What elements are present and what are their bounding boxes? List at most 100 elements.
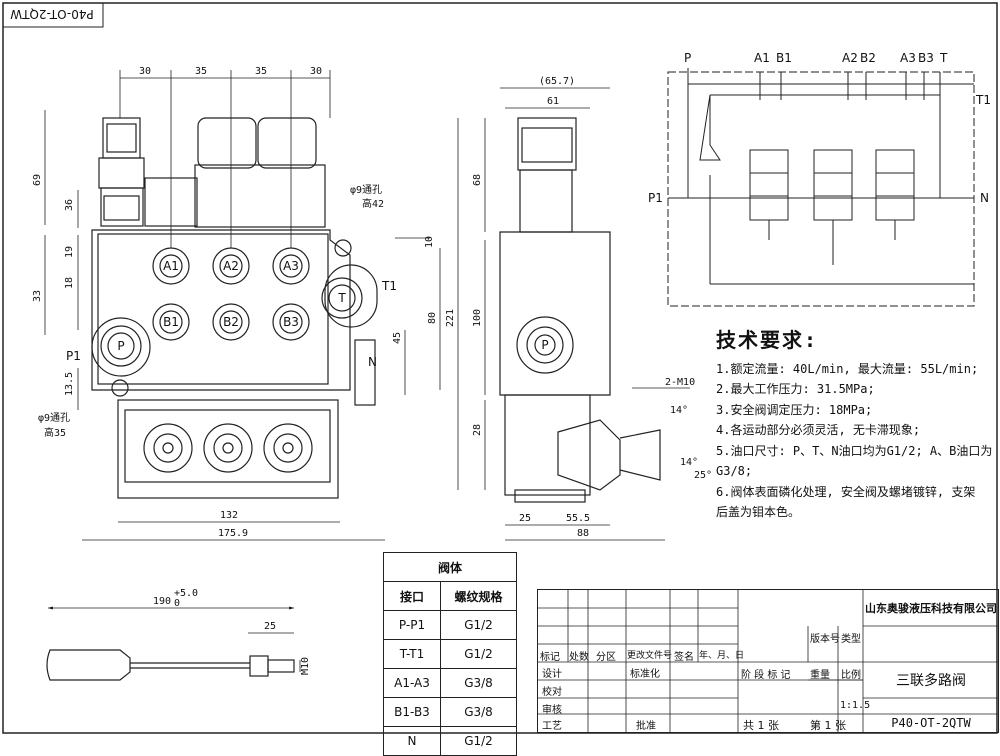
side-dim-25: 25 (519, 513, 531, 524)
sch-label-b3: B3 (918, 51, 934, 65)
side-dim-68: 68 (472, 174, 483, 186)
tech-line: 6.阀体表面磷化处理, 安全阀及螺堵镀锌, 支架 (716, 484, 976, 499)
port-table-header: 接口 (383, 581, 441, 611)
tb-left-label: 设计 (542, 669, 562, 680)
tb-row-label: 处数 (569, 652, 589, 663)
port-t-label: T (337, 291, 346, 305)
front-view (91, 117, 378, 499)
side-thread: 2-M10 (665, 377, 695, 388)
technical-requirements: 技术要求: 1.额定流量: 40L/min, 最大流量: 55L/min; 2.… (716, 330, 996, 523)
drawing-canvas: P40-OT-2QTW (2, 2, 998, 734)
port-name: B1-B3 (383, 697, 441, 727)
port-name: N (383, 726, 441, 756)
port-a3-label: A3 (283, 259, 299, 273)
tb-row-label: 标记 (540, 652, 560, 663)
side-angle-3: 25° (694, 470, 712, 481)
side-dim-61: 61 (547, 96, 559, 107)
port-name: A1-A3 (383, 668, 441, 698)
port-table-header: 螺纹规格 (440, 581, 517, 611)
tb-row-label: 年、月、日 (699, 651, 745, 661)
side-view (499, 117, 661, 503)
hole-bottom-label: φ9通孔 (38, 412, 70, 424)
sheet-total: 共 1 张 (743, 719, 779, 732)
side-dimensions (484, 87, 690, 541)
side-dim-65-7: (65.7) (539, 76, 575, 87)
tb-approve-label: 批准 (636, 721, 656, 732)
side-port-p: P (541, 338, 548, 352)
dim-top-2: 35 (195, 66, 207, 77)
dim-right-80: 80 (427, 312, 438, 324)
dim-left-36: 36 (64, 199, 75, 211)
side-dim-88: 88 (577, 528, 589, 539)
port-name: P-P1 (383, 610, 441, 640)
company-name: 山东奥骏液压科技有限公司 (865, 602, 997, 615)
tb-left-label: 工艺 (542, 721, 562, 732)
sch-label-p1: P1 (648, 191, 663, 205)
sch-label-t1: T1 (975, 93, 991, 107)
drawing-code-mirror: P40-OT-2QTW (10, 7, 94, 21)
scale-value: 1:1.5 (840, 700, 871, 711)
handle-thread: M10 (300, 657, 311, 675)
port-thread: G1/2 (440, 639, 517, 669)
tech-line: 3.安全阀调定压力: 18MPa; (716, 402, 873, 417)
dim-left-13-5: 13.5 (64, 372, 75, 396)
tech-title: 技术要求: (716, 328, 819, 352)
port-p-label: P (117, 339, 124, 353)
drawing-code: P40-OT-2QTW (891, 716, 971, 730)
version-label: 版本号 (810, 634, 840, 645)
tech-line: 5.油口尺寸: P、T、N油口均为G1/2; A、B油口为 (716, 443, 993, 458)
side-dim-55-5: 55.5 (566, 513, 590, 524)
stage-label: 阶 段 标 记 (741, 670, 791, 681)
tb-row-label: 更改文件号 (627, 651, 673, 661)
sch-label-t: T (939, 51, 948, 65)
tech-line: 4.各运动部分必须灵活, 无卡滞现象; (716, 423, 921, 437)
dim-top-3: 35 (255, 66, 267, 77)
side-dim-100: 100 (472, 309, 483, 327)
sch-label-p: P (684, 51, 691, 65)
front-dimensions (44, 70, 459, 541)
tech-line: 后盖为钼本色。 (716, 505, 801, 519)
port-p1-label: P1 (66, 349, 81, 363)
port-table-title: 阀体 (383, 552, 517, 582)
handle-length: 190 (153, 596, 171, 607)
dim-top-1: 30 (139, 66, 151, 77)
sch-label-b2: B2 (860, 51, 876, 65)
port-a2-label: A2 (223, 259, 239, 273)
tech-line: G3/8; (716, 464, 753, 478)
handle-tol-lower: 0 (174, 598, 180, 609)
sheet-number: 第 1 张 (810, 719, 846, 732)
dim-right-10: 10 (424, 236, 435, 248)
handle-tol-upper: +5.0 (174, 588, 198, 599)
type-label: 类型 (841, 634, 861, 645)
side-angle-1: 14° (670, 405, 688, 416)
sch-label-a1: A1 (754, 51, 770, 65)
sch-label-a3: A3 (900, 51, 916, 65)
tech-line: 2.最大工作压力: 31.5MPa; (716, 382, 875, 396)
port-a1-label: A1 (163, 259, 179, 273)
handle-drawing (46, 649, 295, 681)
sch-label-a2: A2 (842, 51, 858, 65)
hole-top-label: φ9通孔 (350, 184, 382, 196)
hole-top-depth: 高42 (362, 197, 384, 210)
port-b3-label: B3 (283, 315, 299, 329)
title-block: 山东奥骏液压科技有限公司 版本号 类型 三联多路阀 P40-OT-2QTW 阶 … (537, 589, 999, 733)
dim-right-221: 221 (445, 309, 456, 327)
tech-line: 1.额定流量: 40L/min, 最大流量: 55L/min; (716, 361, 979, 376)
tb-row-label: 签名 (674, 652, 694, 663)
dim-bottom-132: 132 (220, 510, 238, 521)
sch-label-b1: B1 (776, 51, 792, 65)
front-ports (100, 239, 363, 473)
hole-bottom-depth: 高35 (44, 426, 66, 439)
side-dim-28: 28 (472, 424, 483, 436)
scale-label: 比例 (841, 670, 861, 681)
port-b1-label: B1 (163, 315, 179, 329)
dim-right-45: 45 (392, 332, 403, 344)
dim-bottom-175-9: 175.9 (218, 528, 248, 539)
dim-left-18: 18 (64, 277, 75, 289)
handle-thread-len: 25 (264, 621, 276, 632)
